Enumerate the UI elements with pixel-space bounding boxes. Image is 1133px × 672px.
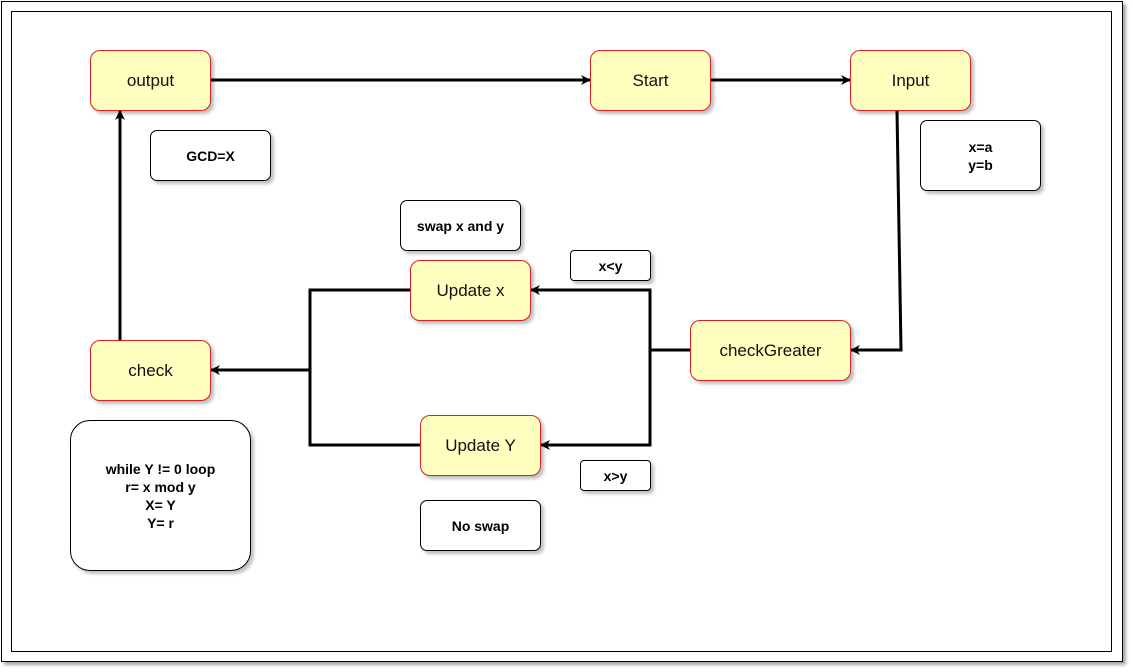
node-update-x-label: Update x [436, 280, 505, 300]
note-x-greater-y-text: x>y [603, 467, 628, 484]
node-start-label: Start [632, 70, 669, 90]
node-start[interactable]: Start [590, 50, 711, 111]
note-no-swap[interactable]: No swap [420, 500, 541, 551]
node-output-label: output [126, 70, 175, 90]
diagram-inner-frame [11, 11, 1112, 652]
edge-input-to-checkgreater [850, 110, 903, 355]
note-loop-text: while Y != 0 loop r= x mod y X= Y Y= r [105, 460, 216, 531]
note-x-less-y[interactable]: x<y [570, 250, 651, 281]
node-input-label: Input [891, 70, 930, 90]
note-x-greater-y[interactable]: x>y [580, 460, 651, 491]
edge-updatey-to-check [308, 370, 420, 447]
node-update-y[interactable]: Update Y [420, 415, 541, 476]
note-input-values[interactable]: x=a y=b [920, 120, 1041, 191]
note-gcd[interactable]: GCD=X [150, 130, 271, 181]
node-input[interactable]: Input [850, 50, 971, 111]
node-checkgreater-label: checkGreater [719, 340, 822, 360]
note-gcd-text: GCD=X [186, 147, 235, 164]
note-loop[interactable]: while Y != 0 loop r= x mod y X= Y Y= r [70, 420, 251, 571]
note-input-values-text: x=a y=b [968, 138, 993, 173]
note-no-swap-text: No swap [451, 517, 510, 534]
note-swap[interactable]: swap x and y [400, 200, 521, 251]
node-update-y-label: Update Y [445, 435, 516, 455]
node-check-label: check [128, 360, 173, 380]
note-swap-text: swap x and y [416, 217, 505, 234]
node-checkgreater[interactable]: checkGreater [690, 320, 851, 381]
node-output[interactable]: output [90, 50, 211, 111]
note-x-less-y-text: x<y [598, 257, 623, 274]
edge-checkgreater-to-updatex [530, 285, 690, 352]
node-check[interactable]: check [90, 340, 211, 401]
edge-checkgreater-to-updatey [540, 350, 652, 450]
node-update-x[interactable]: Update x [410, 260, 531, 321]
edge-updatex-to-check [210, 288, 410, 375]
